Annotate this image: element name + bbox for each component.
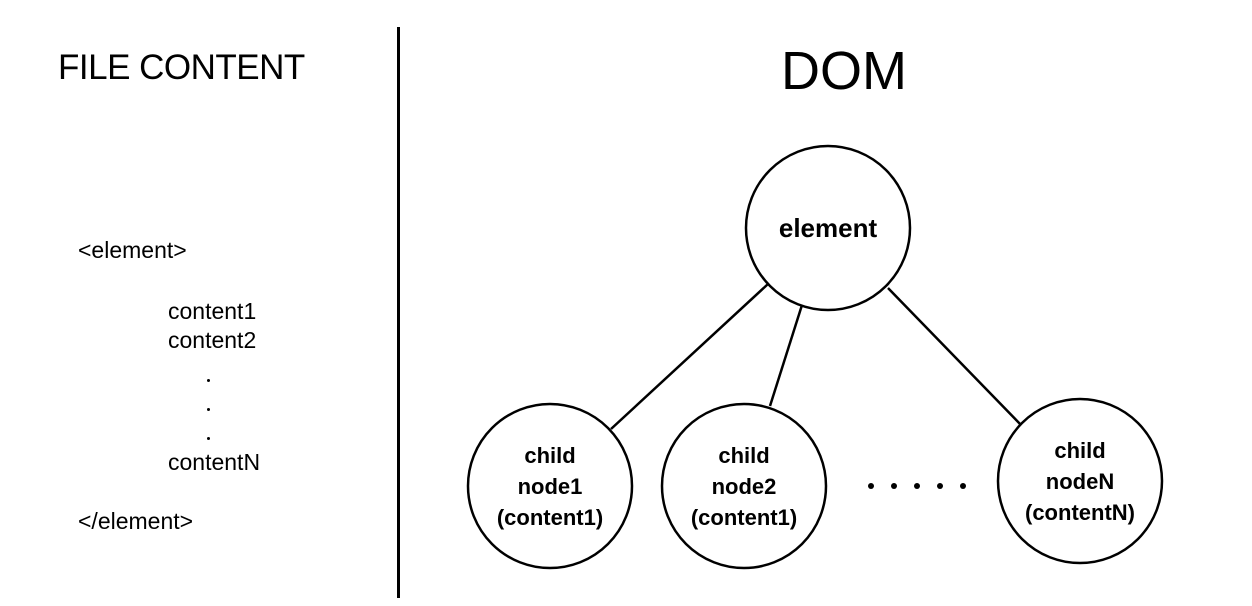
child-node-1-line-3: (content1)	[497, 505, 603, 530]
file-content-title: FILE CONTENT	[58, 48, 305, 87]
child-node-2: child node2 (content1)	[660, 402, 828, 570]
open-tag-text: <element>	[78, 237, 187, 263]
child-node-2-line-1: child	[718, 443, 769, 468]
edge-root-childn	[887, 287, 1023, 427]
edge-root-child2	[768, 304, 804, 407]
child-node-2-line-3: (content1)	[691, 505, 797, 530]
child-node-n-line-1: child	[1054, 438, 1105, 463]
child-node-n-line-2: nodeN	[1046, 469, 1114, 494]
ellipsis-dot	[207, 379, 210, 382]
edge-root-child1	[610, 283, 769, 430]
root-node: element	[744, 144, 912, 312]
content-line-2: content2	[168, 327, 257, 353]
child-node-2-line-2: node2	[712, 474, 777, 499]
content-line-1: content1	[168, 298, 257, 324]
children-ellipsis	[868, 483, 966, 489]
content-line-n: contentN	[168, 449, 261, 475]
vertical-divider	[397, 27, 400, 598]
child-node-n: child nodeN (contentN)	[996, 397, 1164, 565]
child-node-1: child node1 (content1)	[466, 402, 634, 570]
child-node-1-line-1: child	[524, 443, 575, 468]
ellipsis-dot	[207, 437, 210, 440]
root-node-label: element	[779, 213, 878, 243]
ellipsis-dot	[207, 408, 210, 411]
child-node-1-line-2: node1	[518, 474, 583, 499]
dom-title: DOM	[781, 41, 907, 101]
child-node-n-line-3: (contentN)	[1025, 500, 1135, 525]
close-tag-text: </element>	[78, 508, 194, 534]
